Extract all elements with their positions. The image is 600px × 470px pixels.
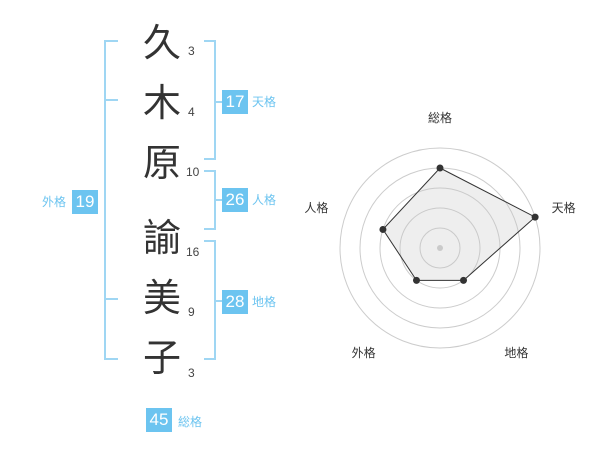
bracket-connector	[214, 199, 222, 201]
radar-axis-label-2: 天格	[552, 200, 576, 215]
radar-center-dot	[437, 245, 443, 251]
stroke-count-6: 3	[188, 366, 195, 380]
bracket-connector	[214, 101, 222, 103]
radar-point-2	[531, 213, 539, 221]
name-char-5: 美	[142, 276, 181, 320]
radar-grid-ring	[339, 147, 541, 349]
soukaku-value: 45	[146, 408, 172, 432]
stroke-count-3: 10	[186, 165, 200, 179]
bracket-connector	[214, 300, 222, 302]
stroke-count-4: 16	[186, 245, 200, 259]
radar-point-3	[460, 276, 468, 284]
radar-axis-label-5: 人格	[304, 200, 328, 215]
radar-point-5	[379, 225, 387, 233]
name-char-1: 久	[142, 21, 181, 65]
name-char-3: 原	[142, 141, 181, 185]
bracket-tick	[104, 298, 118, 300]
radar-axis-label-4: 外格	[352, 345, 376, 360]
jinkaku-label: 人格	[252, 193, 277, 207]
tenkaku-bracket	[204, 40, 216, 160]
name-char-6: 子	[142, 336, 181, 380]
stroke-count-5: 9	[188, 305, 195, 319]
radar-grid-ring	[399, 207, 481, 289]
name-char-2: 木	[142, 81, 181, 125]
tenkaku-value: 17	[222, 90, 248, 114]
name-char-4: 諭	[142, 216, 181, 260]
radar-series-area	[382, 167, 536, 281]
gaikaku-label: 外格	[42, 195, 67, 209]
soukaku-label: 総格	[178, 415, 203, 429]
radar-point-1	[436, 164, 444, 172]
jinkaku-value: 26	[222, 188, 248, 212]
bracket-tick	[104, 99, 118, 101]
stroke-count-1: 3	[188, 44, 195, 58]
stroke-count-2: 4	[188, 105, 195, 119]
gaikaku-bracket	[104, 40, 118, 360]
radar-grid-ring	[419, 227, 461, 269]
tenkaku-label: 天格	[252, 95, 277, 109]
chikaku-label: 地格	[252, 295, 277, 309]
chikaku-value: 28	[222, 290, 248, 314]
gaikaku-value: 19	[72, 190, 98, 214]
radar-point-4	[412, 276, 420, 284]
radar-axis-label-3: 地格	[504, 345, 528, 360]
radar-axis-label-1: 総格	[428, 110, 452, 125]
